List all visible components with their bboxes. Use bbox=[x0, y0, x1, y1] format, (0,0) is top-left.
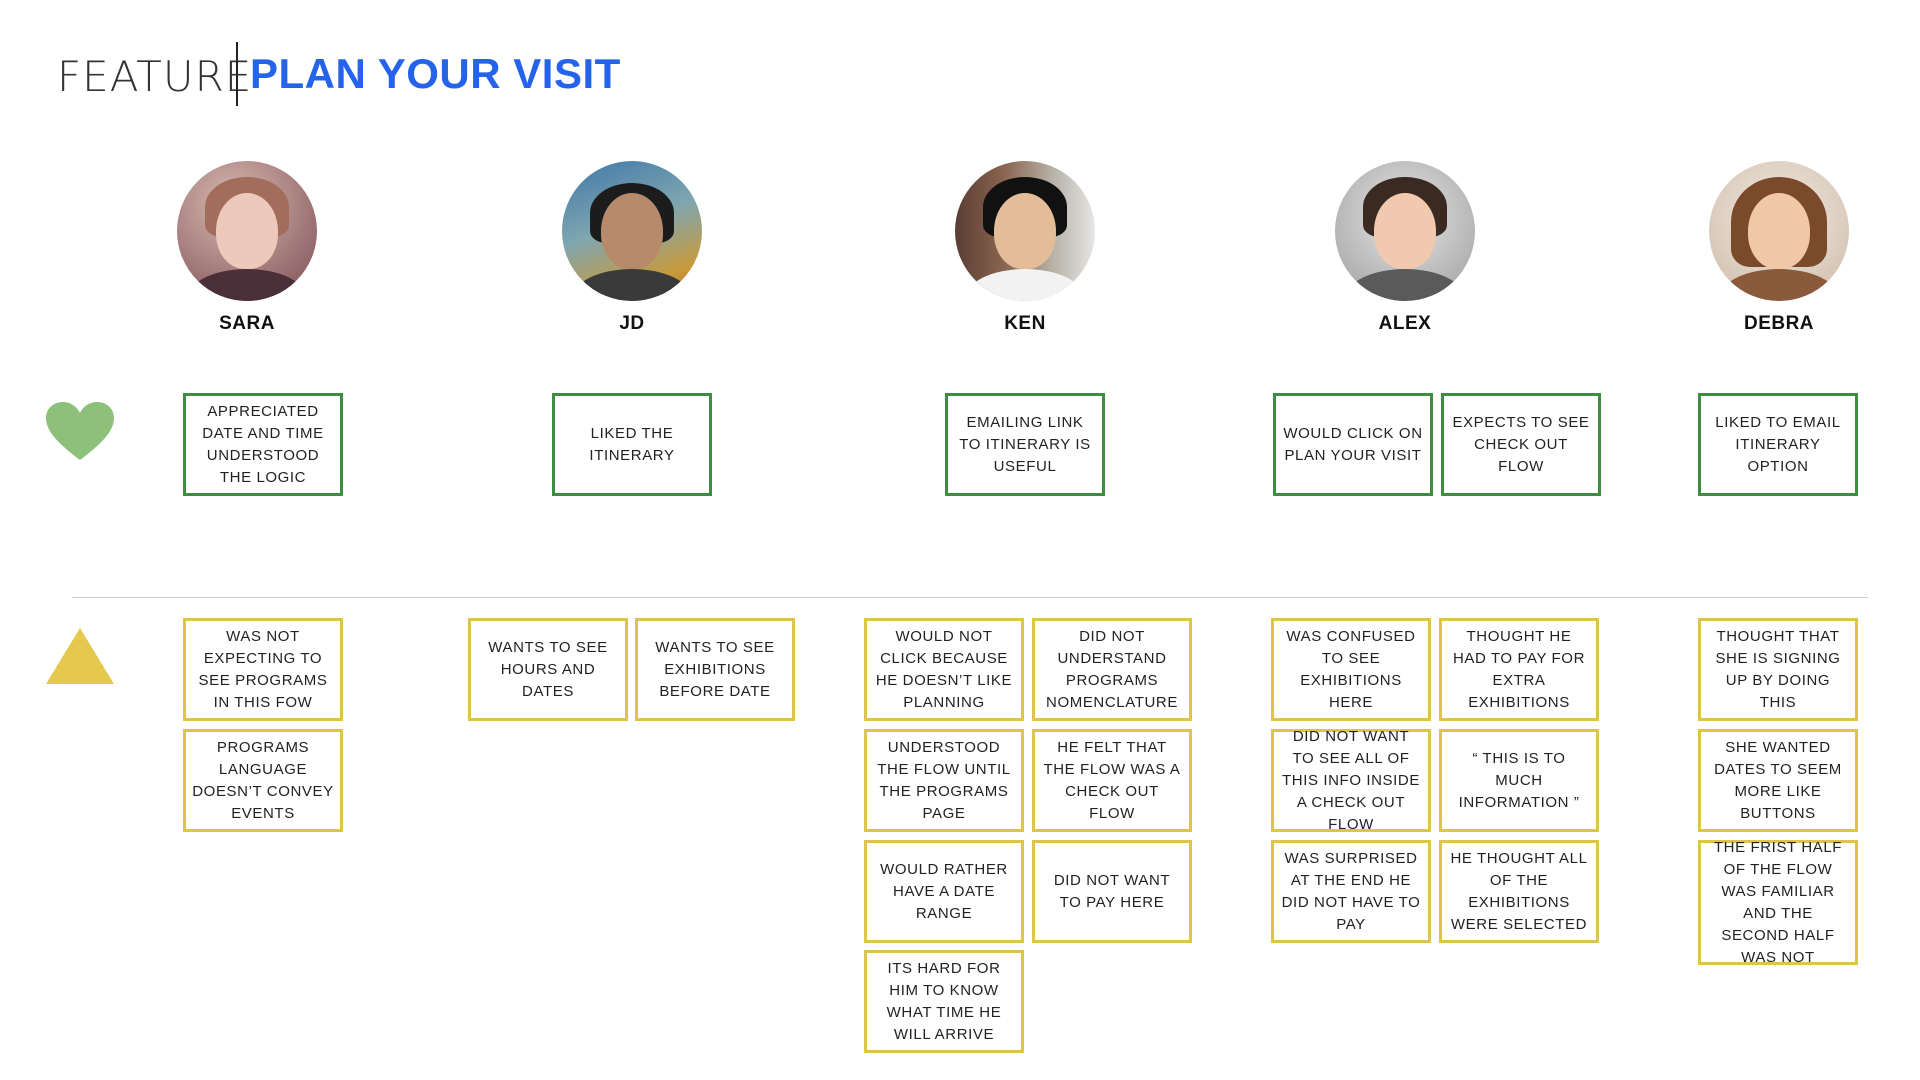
person-name: DEBRA bbox=[1743, 313, 1815, 334]
negative-note: WOULD NOT CLICK BECAUSE HE DOESN’T LIKE … bbox=[864, 618, 1024, 721]
negative-note: PROGRAMS LANGUAGE DOESN’T CONVEY EVENTS bbox=[183, 729, 343, 832]
positive-note: APPRECIATED DATE AND TIME UNDERSTOOD THE… bbox=[183, 393, 343, 496]
persona-sara: SARA bbox=[177, 161, 317, 335]
positive-note: LIKED THE ITINERARY bbox=[552, 393, 712, 496]
positive-note: LIKED TO EMAIL ITINERARY OPTION bbox=[1698, 393, 1858, 496]
triangle-icon bbox=[46, 628, 114, 684]
page-title: PLAN YOUR VISIT bbox=[250, 50, 621, 97]
negative-note: WANTS TO SEE EXHIBITIONS BEFORE DATE bbox=[635, 618, 795, 721]
feature-label: FEATURE bbox=[57, 52, 253, 101]
avatar-alex bbox=[1335, 161, 1475, 301]
person-name: ALEX bbox=[1378, 313, 1432, 334]
negative-note: WANTS TO SEE HOURS AND DATES bbox=[468, 618, 628, 721]
negative-note: WAS NOT EXPECTING TO SEE PROGRAMS IN THI… bbox=[183, 618, 343, 721]
avatar-sara bbox=[177, 161, 317, 301]
avatar-jd bbox=[562, 161, 702, 301]
negative-note: HE FELT THAT THE FLOW WAS A CHECK OUT FL… bbox=[1032, 729, 1192, 832]
heart-icon bbox=[46, 402, 114, 460]
positive-note: EMAILING LINK TO ITINERARY IS USEFUL bbox=[945, 393, 1105, 496]
negative-note: DID NOT UNDERSTAND PROGRAMS NOMENCLATURE bbox=[1032, 618, 1192, 721]
person-name: KEN bbox=[1004, 313, 1046, 334]
title-divider bbox=[236, 42, 238, 106]
persona-ken: KEN bbox=[955, 161, 1095, 335]
persona-alex: ALEX bbox=[1335, 161, 1475, 335]
negative-note: WAS SURPRISED AT THE END HE DID NOT HAVE… bbox=[1271, 840, 1431, 943]
negative-note: THOUGHT HE HAD TO PAY FOR EXTRA EXHIBITI… bbox=[1439, 618, 1599, 721]
section-divider bbox=[72, 597, 1868, 598]
negative-note: DID NOT WANT TO SEE ALL OF THIS INFO INS… bbox=[1271, 728, 1431, 833]
persona-debra: DEBRA bbox=[1709, 161, 1849, 335]
negative-note: UNDERSTOOD THE FLOW UNTIL THE PROGRAMS P… bbox=[864, 729, 1024, 832]
avatar-debra bbox=[1709, 161, 1849, 301]
negative-note: SHE WANTED DATES TO SEEM MORE LIKE BUTTO… bbox=[1698, 729, 1858, 832]
negative-note: WAS CONFUSED TO SEE EXHIBITIONS HERE bbox=[1271, 618, 1431, 721]
positive-note: WOULD CLICK ON PLAN YOUR VISIT bbox=[1273, 393, 1433, 496]
avatar-ken bbox=[955, 161, 1095, 301]
negative-note: THOUGHT THAT SHE IS SIGNING UP BY DOING … bbox=[1698, 618, 1858, 721]
negative-note: “ THIS IS TO MUCH INFORMATION ” bbox=[1439, 729, 1599, 832]
positive-note: EXPECTS TO SEE CHECK OUT FLOW bbox=[1441, 393, 1601, 496]
negative-note: DID NOT WANT TO PAY HERE bbox=[1032, 840, 1192, 943]
negative-note: HE THOUGHT ALL OF THE EXHIBITIONS WERE S… bbox=[1439, 840, 1599, 943]
negative-note: WOULD RATHER HAVE A DATE RANGE bbox=[864, 840, 1024, 943]
negative-note: THE FRIST HALF OF THE FLOW WAS FAMILIAR … bbox=[1698, 839, 1858, 966]
person-name: SARA bbox=[219, 313, 275, 334]
persona-jd: JD bbox=[562, 161, 702, 335]
negative-note: ITS HARD FOR HIM TO KNOW WHAT TIME HE WI… bbox=[864, 950, 1024, 1053]
person-name: JD bbox=[619, 313, 645, 334]
